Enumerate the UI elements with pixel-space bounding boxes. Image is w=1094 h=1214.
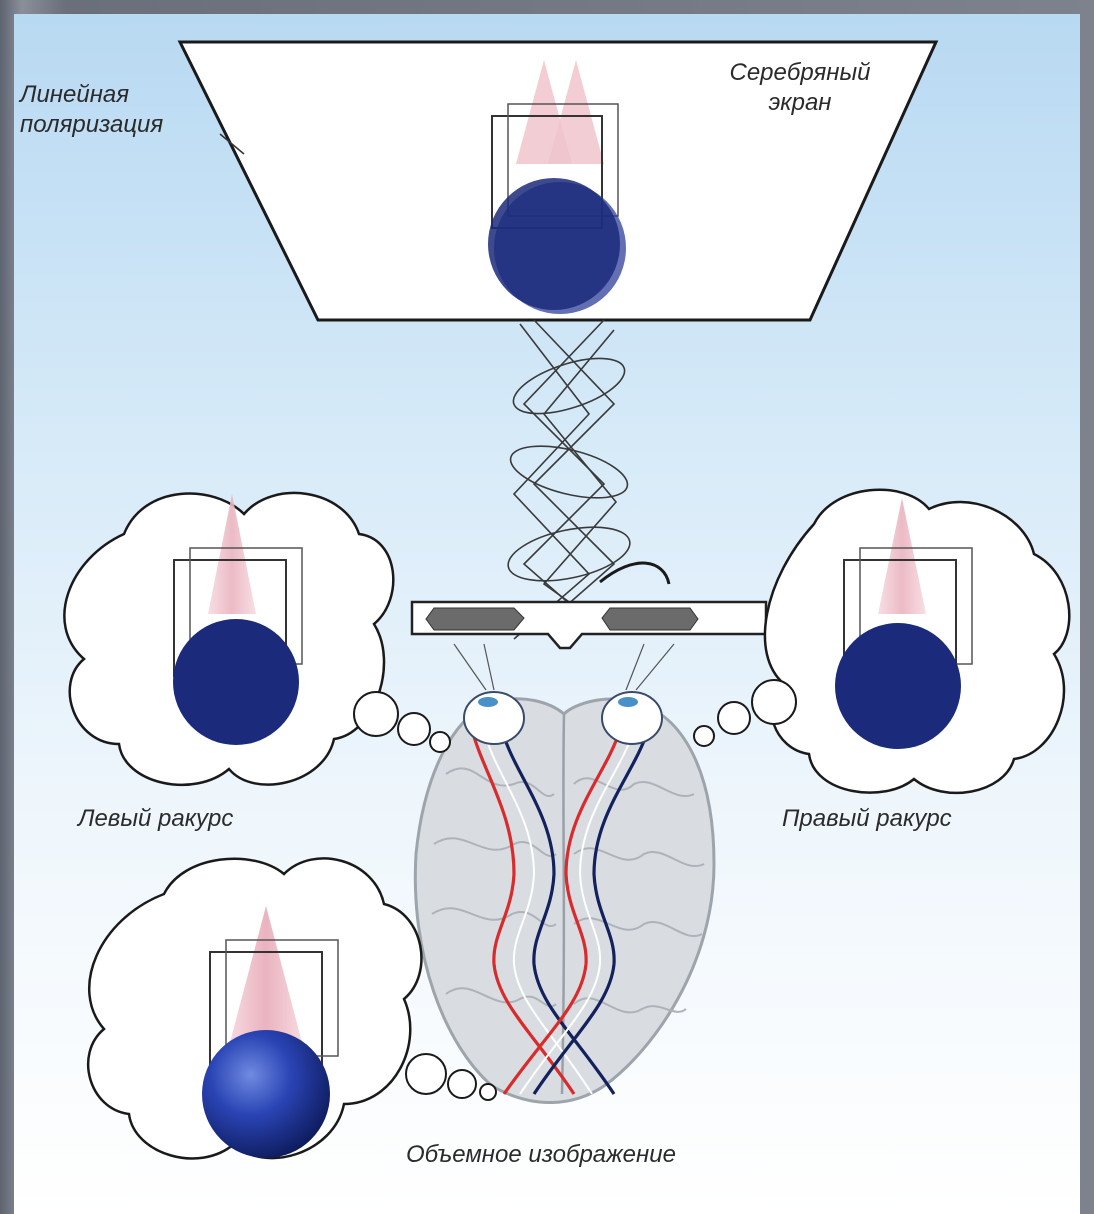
left-view-bubble (64, 493, 450, 785)
silver-screen-label: Серебряный экран (700, 58, 900, 118)
polarized-light-paths (503, 320, 669, 639)
stereo-3d-diagram (14, 14, 1080, 1214)
diagram-panel: Линейная поляризация Серебряный экран Ле… (14, 14, 1080, 1214)
right-eye (602, 692, 662, 744)
linear-polarization-label: Линейная поляризация (20, 80, 230, 140)
left-eye (464, 692, 524, 744)
right-view-bubble (694, 490, 1069, 793)
brain (415, 699, 714, 1103)
polarized-glasses (412, 602, 766, 648)
right-view-label: Правый ракурс (782, 804, 952, 834)
left-view-label: Левый ракурс (78, 804, 233, 834)
glasses-to-eyes-lines (454, 644, 674, 690)
volume-image-label: Объемное изображение (406, 1140, 676, 1170)
